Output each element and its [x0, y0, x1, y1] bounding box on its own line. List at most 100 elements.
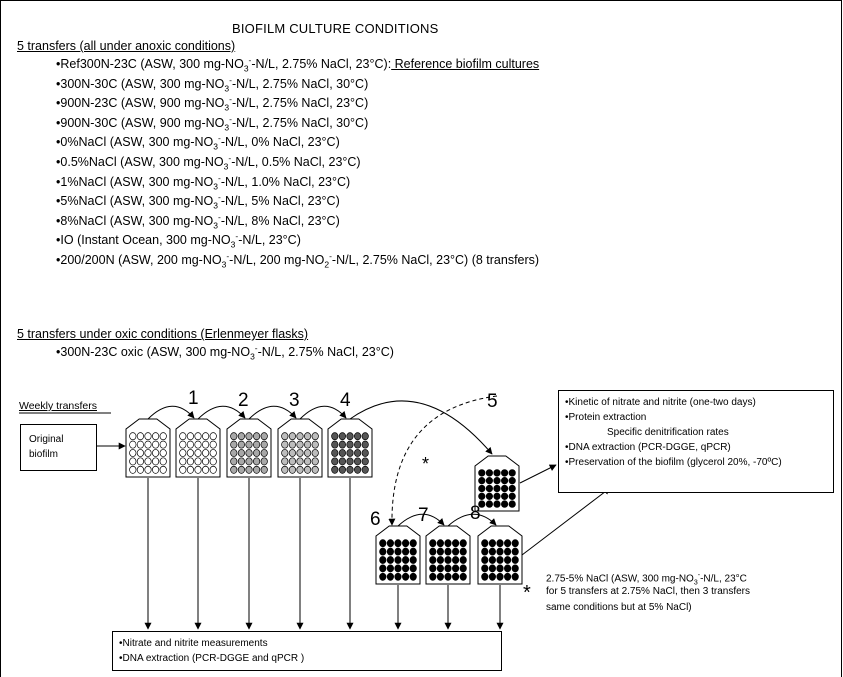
bullet: • — [56, 115, 61, 130]
biofilm-bead — [311, 440, 319, 449]
biofilm-bead — [504, 547, 512, 556]
biofilm-bead — [245, 465, 253, 474]
biofilm-bead — [493, 500, 501, 508]
condition-detail-pre: (ASW, 300 mg-NO — [109, 135, 214, 150]
biofilm-bead — [452, 564, 460, 573]
biofilm-bead — [260, 440, 268, 449]
condition-detail-pre: (ASW, 300 mg-NO — [120, 76, 225, 91]
salinity-note-line-2: for 5 transfers at 2.75% NaCl, then 3 tr… — [546, 586, 750, 597]
biofilm-bead — [245, 432, 253, 441]
biofilm-bead — [508, 492, 516, 500]
biofilm-bead — [296, 432, 304, 441]
biofilm-bead — [508, 469, 516, 477]
biofilm-bead — [361, 440, 369, 449]
note-text: -N/L, 23°C — [700, 573, 747, 585]
biofilm-bead — [501, 484, 509, 493]
condition-name: 300N-23C oxic — [60, 345, 144, 359]
condition-name: Ref300N-23C — [60, 57, 137, 71]
biofilm-bead — [504, 556, 512, 564]
biofilm-bead — [230, 440, 238, 449]
biofilm-bead — [386, 539, 394, 548]
biofilm-bead — [481, 547, 489, 556]
superscript: - — [229, 94, 232, 105]
biofilm-bead — [485, 492, 493, 500]
condition-name: 300N-30C — [60, 76, 118, 91]
transfer-arrow — [147, 405, 195, 420]
condition-detail-pre: (ASW, 300 mg-NO — [146, 345, 251, 359]
biofilm-bead — [511, 556, 519, 564]
biofilm-bead — [129, 432, 137, 441]
flask — [226, 418, 272, 478]
biofilm-bead — [354, 465, 362, 474]
biofilm-bead — [144, 440, 152, 449]
biofilm-bead — [136, 440, 144, 449]
bullet: • — [56, 253, 61, 267]
biofilm-bead — [338, 440, 346, 449]
analysis-item-rates: Specific denitrification rates — [607, 427, 729, 438]
biofilm-bead — [459, 556, 467, 564]
biofilm-bead — [253, 432, 261, 441]
biofilm-bead — [409, 539, 417, 548]
biofilm-bead — [331, 440, 339, 449]
condition-name: 0.5%NaCl — [60, 155, 117, 169]
biofilm-bead — [253, 457, 261, 466]
anoxic-condition: •8%NaCl (ASW, 300 mg-NO3--N/L, 8% NaCl, … — [56, 212, 340, 231]
biofilm-bead — [402, 547, 410, 556]
superscript: - — [217, 133, 221, 144]
condition-name: 5%NaCl — [60, 194, 107, 209]
biofilm-bead — [452, 556, 460, 564]
biofilm-bead — [354, 457, 362, 466]
superscript: - — [697, 572, 701, 579]
condition-detail-post: -N/L, 23°C) — [238, 233, 301, 248]
biofilm-bead — [209, 432, 217, 441]
condition-name: IO — [60, 233, 74, 248]
biofilm-bead — [331, 465, 339, 474]
transfer-arrow-4-5 — [349, 400, 493, 455]
biofilm-bead — [209, 465, 217, 474]
biofilm-bead — [144, 465, 152, 474]
biofilm-bead — [354, 440, 362, 449]
biofilm-bead — [152, 457, 160, 466]
condition-name: 900N-23C — [60, 96, 118, 111]
biofilm-bead — [129, 440, 137, 449]
biofilm-bead — [202, 432, 210, 441]
asterisk-mark-2: * — [523, 582, 531, 604]
biofilm-bead — [186, 440, 194, 449]
biofilm-bead — [402, 556, 410, 564]
biofilm-bead — [488, 556, 496, 564]
biofilm-bead — [508, 500, 516, 508]
bullet: • — [56, 76, 61, 91]
biofilm-bead — [260, 465, 268, 474]
subscript: 3 — [213, 220, 218, 231]
biofilm-bead — [179, 449, 187, 457]
biofilm-bead — [452, 547, 460, 556]
subscript: 3 — [224, 83, 230, 94]
biofilm-bead — [237, 440, 245, 449]
condition-detail-post: -N/L, 2.75% NaCl, 30°C) — [231, 76, 369, 91]
superscript: - — [217, 172, 221, 183]
anoxic-condition: •300N-30C (ASW, 300 mg-NO3--N/L, 2.75% N… — [56, 75, 369, 94]
anoxic-condition: •900N-23C (ASW, 900 mg-NO3--N/L, 2.75% N… — [56, 94, 368, 112]
biofilm-bead — [260, 432, 268, 441]
biofilm-bead — [504, 564, 512, 573]
condition-detail-pre: (ASW, 300 mg-NO — [109, 174, 214, 189]
biofilm-bead — [429, 564, 437, 573]
subscript: 3 — [223, 161, 229, 172]
transfer-arrow — [299, 405, 347, 420]
biofilm-bead — [186, 465, 194, 474]
biofilm-bead — [209, 457, 217, 466]
biofilm-bead — [354, 449, 362, 457]
biofilm-bead — [179, 465, 187, 474]
anoxic-heading: 5 transfers (all under anoxic conditions… — [17, 39, 236, 53]
biofilm-bead — [311, 465, 319, 474]
transfer-arrow — [447, 513, 497, 527]
flask — [125, 418, 171, 478]
biofilm-bead — [202, 440, 210, 449]
biofilm-bead — [194, 465, 202, 474]
biofilm-bead — [152, 465, 160, 474]
biofilm-bead — [501, 492, 509, 500]
anoxic-condition: •Ref300N-23C (ASW, 300 mg-NO3--N/L, 2.75… — [56, 56, 539, 73]
biofilm-bead — [237, 432, 245, 441]
biofilm-bead — [409, 564, 417, 573]
biofilm-bead — [338, 449, 346, 457]
